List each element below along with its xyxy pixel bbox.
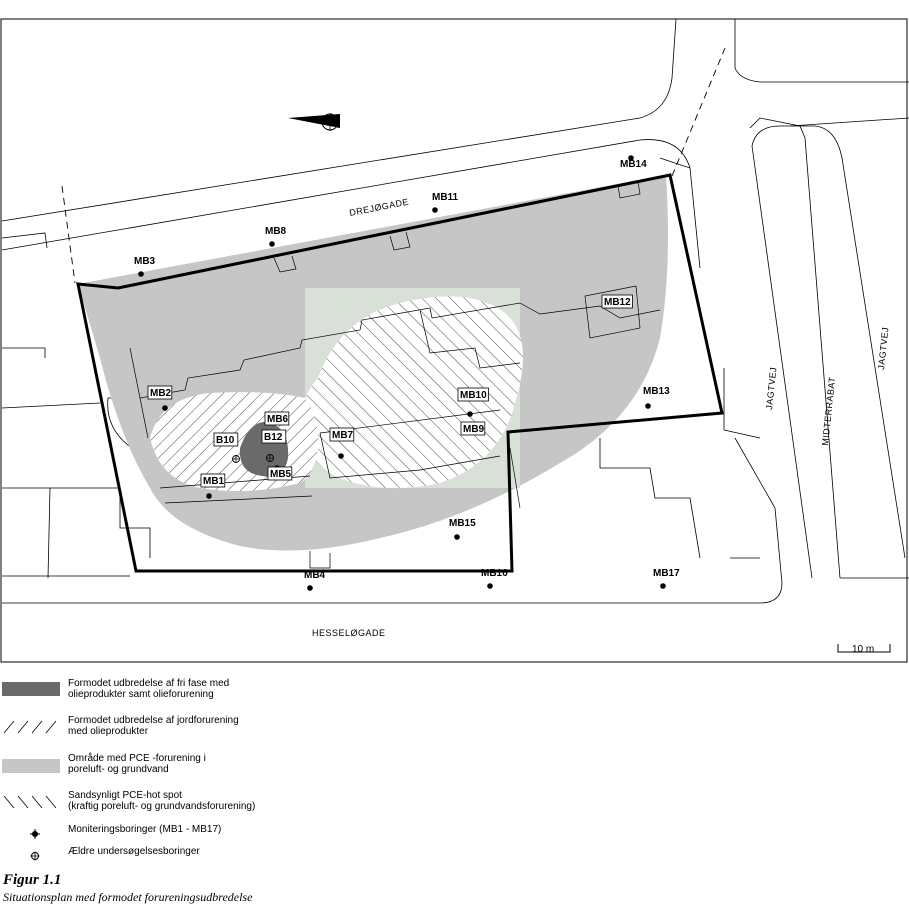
boring-mb5: MB5 xyxy=(267,465,293,481)
legend-text: Moniteringsboringer (MB1 - MB17) xyxy=(68,824,222,835)
legend-text: Formodet udbredelse af jordforurening xyxy=(68,715,239,726)
pce-area-swatch xyxy=(2,759,60,773)
boring-mb13: MB13 xyxy=(643,386,670,409)
boring-label: MB17 xyxy=(653,568,680,579)
road-lines xyxy=(1,18,909,604)
scale-bar: 10 m xyxy=(837,644,891,655)
legend-text: olieprodukter samt olieforurening xyxy=(68,689,214,700)
boring-label: B10 xyxy=(216,435,235,446)
boring-label: MB4 xyxy=(304,570,326,581)
legend-item-monitoring: Moniteringsboringer (MB1 - MB17) xyxy=(0,822,400,852)
legend-item-pce-hotspot: Sandsynligt PCE-hot spot (kraftig porelu… xyxy=(0,788,400,818)
boring-label: B12 xyxy=(264,432,283,443)
boring-label: MB7 xyxy=(332,430,354,441)
scale-label: 10 m xyxy=(852,644,874,655)
boring-label: MB12 xyxy=(604,297,631,308)
legend-item-soil-oil: Formodet udbredelse af jordforurening me… xyxy=(0,713,400,743)
older-boring-icon xyxy=(30,851,40,861)
boring-mb3: MB3 xyxy=(134,256,156,277)
legend-text: Formodet udbredelse af fri fase med xyxy=(68,678,230,689)
boring-mb11: MB11 xyxy=(432,192,459,213)
boring-mb14: MB14 xyxy=(620,155,647,170)
monitoring-boring-icon xyxy=(467,411,473,417)
boring-mb1: MB1 xyxy=(200,473,226,499)
street-label-east-1: JAGTVEJ xyxy=(764,366,778,410)
monitoring-boring-icon xyxy=(138,271,144,277)
boring-b10: B10 xyxy=(213,432,240,463)
boring-mb4: MB4 xyxy=(304,570,326,591)
boring-mb10: MB10 xyxy=(457,387,489,417)
monitoring-boring-icon xyxy=(338,453,344,459)
boring-label: MB9 xyxy=(463,424,485,435)
street-label-east-2: JAGTVEJ xyxy=(876,326,890,370)
figure-caption: Figur 1.1 Situationsplan med formodet fo… xyxy=(3,872,252,905)
boring-mb15: MB15 xyxy=(449,518,476,540)
boring-mb17: MB17 xyxy=(653,568,680,589)
monitoring-boring-icon xyxy=(307,585,313,591)
legend-text: med olieprodukter xyxy=(68,726,149,737)
site-map-svg: DREJØGADE HESSELØGADE JAGTVEJ MIDTERRABA… xyxy=(0,18,909,663)
legend-item-older: Ældre undersøgelsesboringer xyxy=(0,844,400,874)
monitoring-boring-icon xyxy=(628,155,634,161)
pce-hotspot-hatch xyxy=(300,296,523,489)
dashed-lines xyxy=(61,47,726,284)
boring-label: MB14 xyxy=(620,159,647,170)
street-label-south: HESSELØGADE xyxy=(312,628,386,638)
monitoring-boring-icon xyxy=(454,534,460,540)
figure-subtitle: Situationsplan med formodet forureningsu… xyxy=(3,890,253,904)
monitoring-boring-icon xyxy=(206,493,212,499)
site-boundary xyxy=(76,173,724,573)
boring-mb12: MB12 xyxy=(601,294,633,309)
boring-label: MB15 xyxy=(449,518,476,529)
boring-label-box xyxy=(213,432,239,447)
figure-number: Figur 1.1 xyxy=(3,872,62,888)
boring-label-box xyxy=(264,411,290,426)
monitoring-boring-icon xyxy=(30,829,40,839)
legend-text: (kraftig poreluft- og grundvandsforureni… xyxy=(68,801,256,812)
monitoring-boring-icon xyxy=(660,583,666,589)
boring-label: MB6 xyxy=(267,414,289,425)
borings-layer: MB1MB2MB3MB4MB5MB6MB7MB8MB9MB10MB11MB12M… xyxy=(134,155,680,591)
legend-text: Område med PCE -forurening i xyxy=(68,753,206,764)
boring-mb7: MB7 xyxy=(329,427,355,459)
monitoring-boring-icon xyxy=(162,405,168,411)
boring-label-box xyxy=(267,466,293,481)
boring-label-box xyxy=(460,421,486,436)
monitoring-boring-icon xyxy=(487,583,493,589)
free-phase-swatch xyxy=(2,682,60,696)
legend-text: Ældre undersøgelsesboringer xyxy=(68,846,200,857)
legend-item-free-phase: Formodet udbredelse af fri fase med olie… xyxy=(0,676,400,706)
boring-mb16: MB16 xyxy=(481,568,508,589)
boring-label: MB1 xyxy=(203,476,225,487)
boring-label-box xyxy=(147,385,173,400)
boring-label: MB2 xyxy=(150,388,172,399)
legend-item-pce-area: Område med PCE -forurening i poreluft- o… xyxy=(0,751,400,781)
boring-mb2: MB2 xyxy=(147,385,173,411)
median-strip xyxy=(751,125,906,579)
site-map: DREJØGADE HESSELØGADE JAGTVEJ MIDTERRABA… xyxy=(0,18,909,664)
monitoring-boring-icon xyxy=(645,403,651,409)
boring-label-box xyxy=(329,427,355,442)
boring-label: MB3 xyxy=(134,256,156,267)
soil-oil-swatch xyxy=(3,720,57,734)
boring-label-box xyxy=(200,473,226,488)
boring-b12: B12 xyxy=(261,429,287,462)
boring-mb9: MB9 xyxy=(460,421,486,436)
boring-label: MB5 xyxy=(270,469,292,480)
boring-label-box xyxy=(261,429,287,444)
monitoring-boring-icon xyxy=(269,241,275,247)
boring-label-box xyxy=(457,387,489,402)
boring-label: MB10 xyxy=(460,390,487,401)
boring-label: MB16 xyxy=(481,568,508,579)
boring-label-box xyxy=(601,294,633,309)
legend-text: Sandsynligt PCE-hot spot xyxy=(68,790,182,801)
boring-label: MB13 xyxy=(643,386,670,397)
boring-label: MB8 xyxy=(265,226,287,237)
north-arrow-icon xyxy=(288,113,340,131)
pce-hotspot-swatch xyxy=(3,795,57,809)
boring-mb8: MB8 xyxy=(265,226,287,247)
legend-text: poreluft- og grundvand xyxy=(68,764,169,775)
boring-label: MB11 xyxy=(432,192,459,203)
monitoring-boring-icon xyxy=(432,207,438,213)
